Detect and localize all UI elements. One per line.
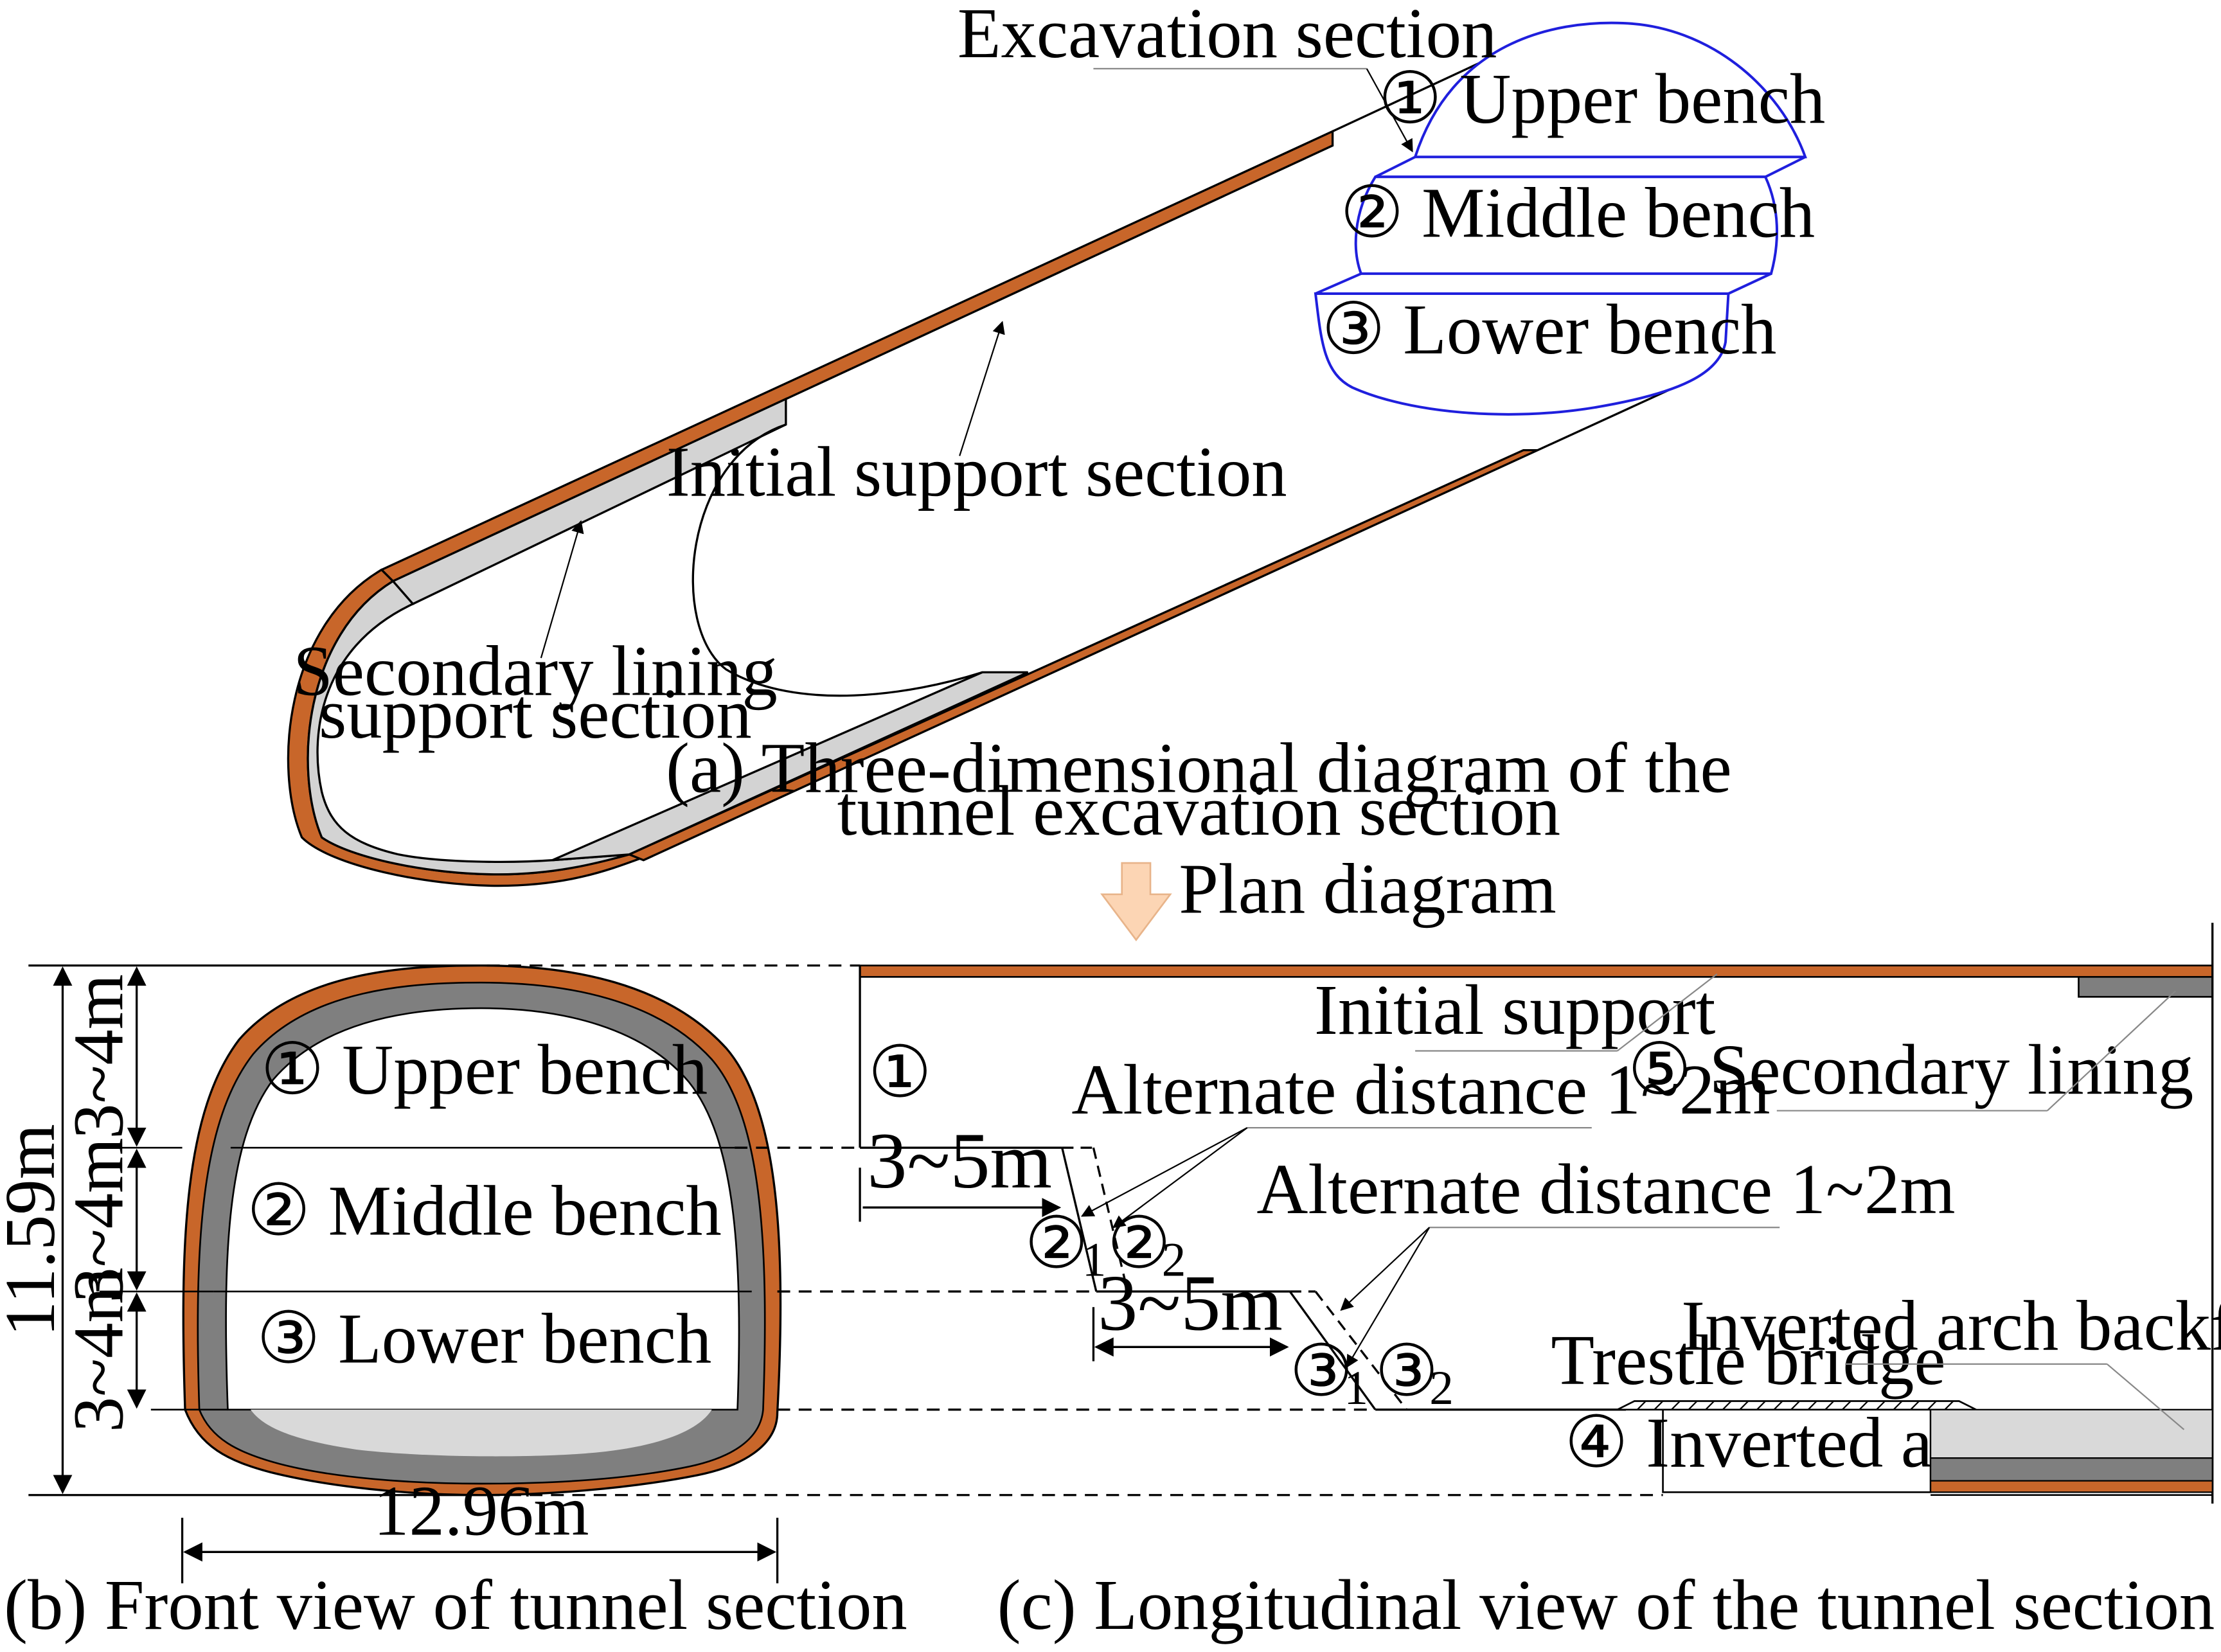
lower-face-1-label: ③: [1289, 1332, 1353, 1411]
longitudinal-secondary-lining: [2078, 976, 2214, 998]
secondary-lining-bottom: [551, 671, 1029, 862]
front-middle-bench-label: ② Middle bench: [247, 1171, 722, 1250]
secondary-lining-label-line1: Secondary lining: [293, 632, 778, 711]
alternate-distance-2: Alternate distance 1~2m: [1256, 1150, 1955, 1229]
initial-support-section-label: Initial support section: [666, 432, 1287, 511]
plan-diagram-label: Plan diagram: [1179, 849, 1556, 928]
middle-face-1-sub: 1: [1082, 1234, 1107, 1287]
middle-face-2-label: ②: [1107, 1203, 1171, 1283]
front-upper-bench-label: ① Upper bench: [260, 1030, 708, 1109]
inverted-arch-box: [1662, 1408, 1932, 1493]
middle-bench-label-3d: ② Middle bench: [1340, 173, 1815, 252]
step-1-label: 3~5m: [867, 1116, 1052, 1205]
alternate-distance-1: Alternate distance 1~2m: [1071, 1050, 1770, 1129]
height-lower-label: 3~4m: [59, 1267, 138, 1432]
middle-face-2-sub: 2: [1162, 1234, 1186, 1287]
excavation-section-label: Excavation section: [958, 0, 1497, 73]
height-middle-label: 3~4m: [59, 1138, 138, 1303]
inverted-arch-backfill-block: [1929, 1408, 2213, 1459]
caption-c: (c) Longitudinal view of the tunnel sect…: [997, 1565, 2215, 1644]
caption-b: (b) Front view of tunnel section: [4, 1565, 907, 1644]
face-upper-label: ①: [868, 1033, 931, 1112]
secondary-lining-label: ⑤ Secondary lining: [1628, 1030, 2194, 1109]
lower-bench-label-3d: ③ Lower bench: [1321, 290, 1776, 369]
panel-c-longitudinal-view: ① 3~5m 3~5m Alternate distance 1~2m Alte…: [486, 923, 2221, 1644]
middle-face-1-label: ②: [1024, 1203, 1088, 1283]
initial-support-label: Initial support: [1314, 970, 1716, 1049]
invert-backfill: [250, 1409, 712, 1457]
down-arrow-icon: [1100, 862, 1172, 941]
lower-bench-shape: [1314, 292, 1730, 416]
width-label: 12.96m: [373, 1471, 589, 1550]
plan-arrow: Plan diagram: [1100, 849, 1556, 941]
lower-face-2-sub: 2: [1429, 1362, 1454, 1415]
inverted-arch-backfill-label: Inverted arch backfill: [1681, 1286, 2221, 1365]
front-lower-bench-label: ③ Lower bench: [256, 1299, 711, 1378]
lower-face-2-label: ③: [1375, 1332, 1438, 1411]
trestle-bridge-label: Trestle bridge: [1551, 1320, 1945, 1399]
panel-b-front-view: ① Upper bench ② Middle bench ③ Lower ben…: [0, 964, 907, 1644]
tunnel-opening: [225, 1007, 740, 1411]
upper-bench-shape: [1413, 21, 1807, 159]
panel-a-3d-diagram: ① Upper bench ② Middle bench ③ Lower ben…: [287, 0, 1825, 887]
caption-a-line1: (a) Three-dimensional diagram of the: [666, 728, 1732, 807]
height-total-label: 11.59m: [0, 1124, 69, 1337]
secondary-lining-face: [691, 423, 983, 697]
height-upper-label: 3~4m: [59, 974, 138, 1139]
secondary-lining-label-line2: support section: [319, 674, 752, 753]
upper-bench-label-3d: ① Upper bench: [1378, 59, 1825, 138]
lower-face-1-sub: 1: [1344, 1362, 1368, 1415]
inverted-arch-lining-block: [1929, 1457, 2213, 1482]
initial-support-top: [379, 129, 1334, 583]
step-2-label: 3~5m: [1098, 1259, 1283, 1347]
caption-a-line2: tunnel excavation section: [837, 771, 1561, 850]
inverted-arch-support-block: [1929, 1480, 2213, 1493]
